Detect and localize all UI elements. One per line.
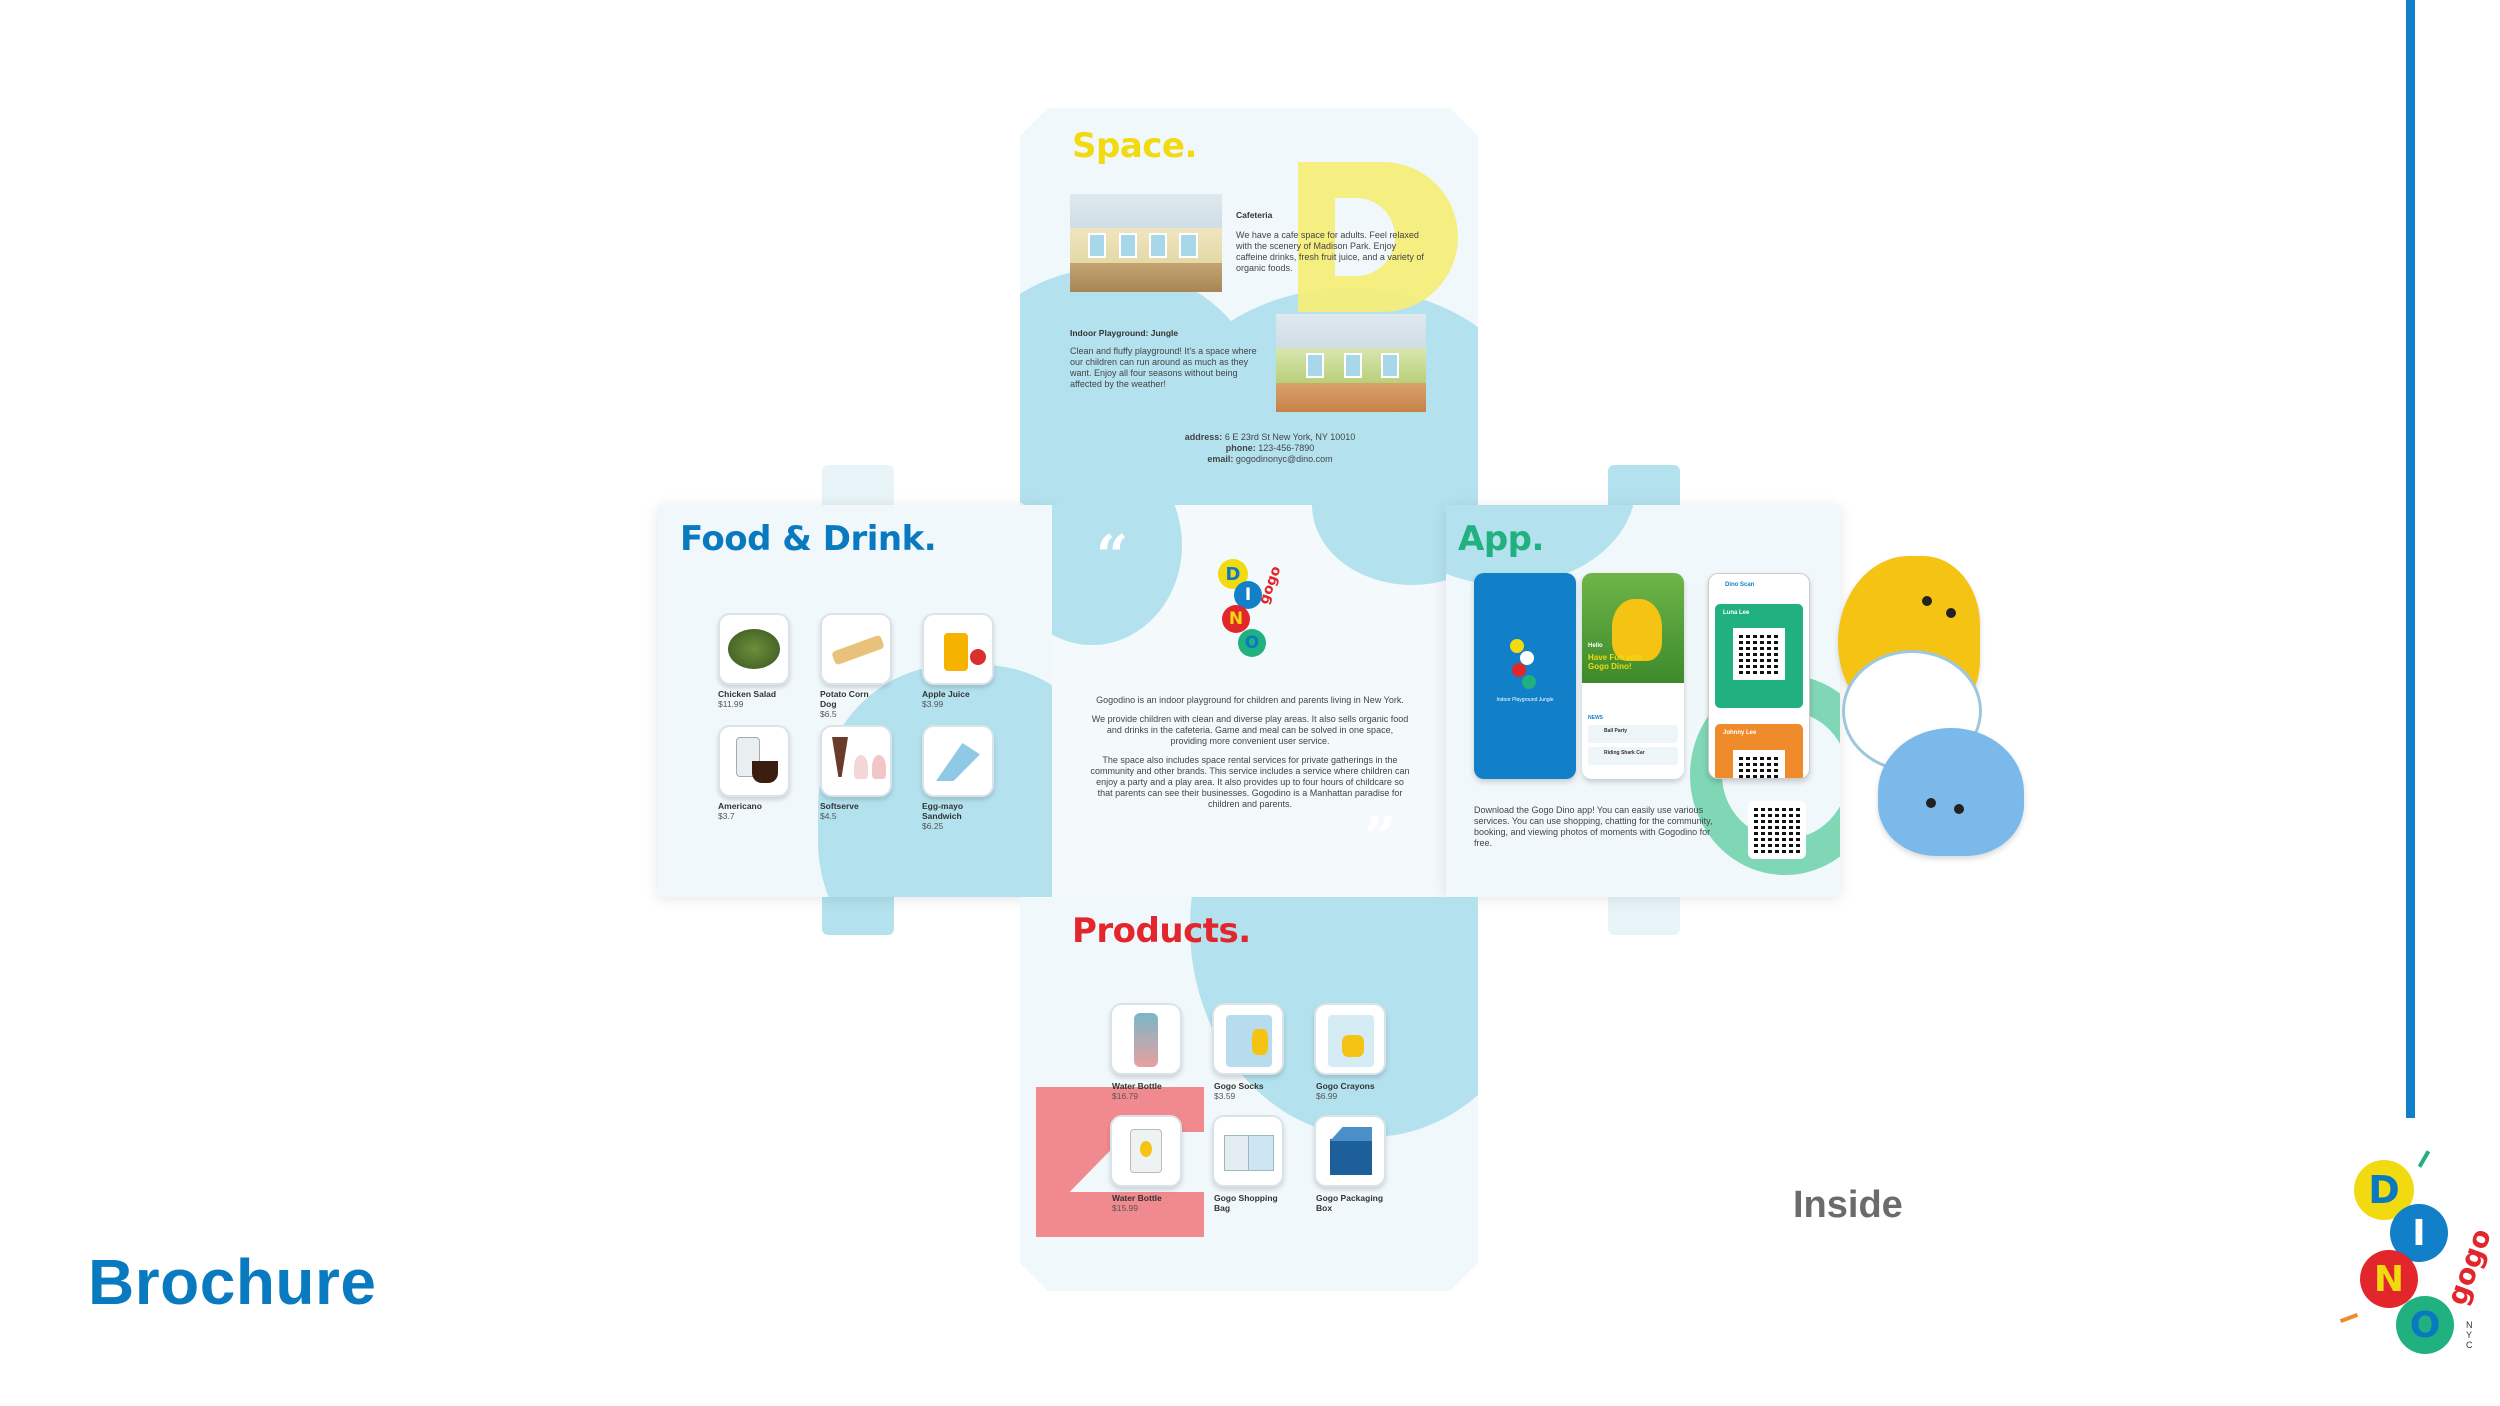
brand-logo-letter-o: O — [2396, 1296, 2454, 1354]
brand-logo-letter-d: D — [2354, 1160, 2414, 1220]
food-item-2-card — [922, 613, 994, 685]
playground-title: Indoor Playground: Jungle — [1070, 328, 1179, 338]
app-splash-screen: Indoor Playground Jungle — [1474, 573, 1576, 779]
home-headline: Have Fun with Gogo Dino! — [1588, 653, 1643, 671]
tab-food-top — [822, 465, 894, 505]
playground-photo — [1276, 314, 1426, 412]
product-item-0-card — [1110, 1003, 1182, 1075]
logo-word: gogo — [1256, 564, 1285, 607]
food-heading: Food & Drink. — [680, 519, 937, 559]
scan-card-2: Johnny Lee — [1715, 724, 1803, 778]
logo-letter-i: I — [1234, 581, 1262, 609]
food-item-2-label: Apple Juice$3.99 — [922, 689, 970, 709]
open-quote: “ — [1096, 523, 1129, 589]
tab-app-bottom — [1608, 890, 1680, 935]
dino-character-icon — [1612, 599, 1662, 661]
products-panel: Products. Water Bottle$16.79 Gogo Socks$… — [1020, 897, 1478, 1291]
center-paragraphs: Gogodino is an indoor playground for chi… — [1090, 695, 1410, 810]
space-panel: Space. Cafeteria We have a cafe space fo… — [1020, 108, 1478, 506]
center-logo: D I N O gogo — [1218, 559, 1298, 669]
home-news-item-0: Ball Party — [1588, 725, 1678, 743]
cafeteria-text: We have a cafe space for adults. Feel re… — [1236, 230, 1424, 273]
product-item-0-label: Water Bottle$16.79 — [1112, 1081, 1162, 1101]
cafeteria-photo — [1070, 194, 1222, 292]
playground-text: Clean and fluffy playground! It's a spac… — [1070, 346, 1257, 389]
scan-qr-1 — [1733, 628, 1785, 680]
product-item-1-card — [1212, 1003, 1284, 1075]
logo-spark-icon — [2417, 1150, 2431, 1168]
logo-spark-icon-2 — [2339, 1313, 2359, 1323]
splash-logo — [1510, 639, 1540, 693]
product-item-4-label: Gogo Shopping Bag — [1214, 1193, 1278, 1213]
app-heading: App. — [1458, 519, 1544, 559]
home-greeting: Hello — [1588, 643, 1603, 649]
section-label: Inside — [1793, 1184, 1903, 1226]
food-item-4-label: Softserve$4.5 — [820, 801, 859, 821]
logo-letter-n: N — [1222, 605, 1250, 633]
email-value: gogodinonyc@dino.com — [1235, 454, 1333, 464]
scan-card-1: Luna Lee — [1715, 604, 1803, 708]
food-item-4-card — [820, 725, 892, 797]
address-value: 6 E 23rd St New York, NY 10010 — [1224, 432, 1356, 442]
cafeteria-title: Cafeteria — [1236, 210, 1273, 220]
tab-app-top — [1608, 465, 1680, 505]
scan-user2: Johnny Lee — [1723, 730, 1757, 736]
intro-paragraph-1: Gogodino is an indoor playground for chi… — [1096, 695, 1404, 705]
app-scan-screen: Dino Scan Luna Lee Johnny Lee — [1708, 573, 1810, 779]
app-description: Download the Gogo Dino app! You can easi… — [1474, 805, 1713, 848]
food-item-1-label: Potato Corn Dog$6.5 — [820, 689, 869, 719]
app-home-screen: Hello Have Fun with Gogo Dino! NEWS Ball… — [1582, 573, 1684, 779]
download-qr — [1748, 801, 1806, 859]
center-panel: “ ” D I N O gogo Gogodino is an indoor p… — [1052, 505, 1446, 897]
brand-logo-word: gogo — [2440, 1224, 2498, 1310]
phone-value: 123-456-7890 — [1258, 443, 1315, 453]
vertical-rule — [2406, 0, 2415, 1118]
logo-letter-o: O — [1238, 629, 1266, 657]
products-heading: Products. — [1072, 911, 1251, 951]
contact-block: address: 6 E 23rd St New York, NY 10010 … — [1184, 432, 1356, 464]
home-news-label: NEWS — [1588, 715, 1603, 721]
product-item-5-label: Gogo Packaging Box — [1316, 1193, 1384, 1213]
scan-user1: Luna Lee — [1723, 610, 1750, 616]
scan-title: Dino Scan — [1725, 582, 1755, 588]
home-news-item-1: Riding Shark Car — [1588, 747, 1678, 765]
food-item-5-card — [922, 725, 994, 797]
brand-logo: D I N O gogo NYC — [2339, 1150, 2500, 1380]
splash-caption: Indoor Playground Jungle — [1496, 697, 1554, 703]
product-item-2-card — [1314, 1003, 1386, 1075]
food-item-1-card — [820, 613, 892, 685]
food-item-0-label: Chicken Salad$11.99 — [718, 689, 777, 709]
food-panel: Food & Drink. Chicken Salad$11.99 Potato… — [658, 505, 1052, 897]
food-item-3-card — [718, 725, 790, 797]
page-title: Brochure — [88, 1246, 377, 1318]
product-item-3-label: Water Bottle$15.99 — [1112, 1193, 1162, 1213]
center-blob-2 — [1312, 505, 1446, 585]
product-item-1-label: Gogo Socks$3.59 — [1214, 1081, 1264, 1101]
close-quote: ” — [1364, 805, 1397, 871]
intro-paragraph-3: The space also includes space rental ser… — [1090, 755, 1410, 809]
food-item-0-card — [718, 613, 790, 685]
big-d-hole — [1335, 198, 1395, 276]
blue-dino-mascot-icon — [1878, 728, 2024, 856]
brand-logo-letter-n: N — [2360, 1250, 2418, 1308]
product-item-5-card — [1314, 1115, 1386, 1187]
app-panel: App. Indoor Playground Jungle Hello Have… — [1446, 505, 1840, 897]
brand-logo-city: NYC — [2466, 1320, 2473, 1350]
scan-qr-2 — [1733, 750, 1785, 778]
tab-food-bottom — [822, 890, 894, 935]
product-item-3-card — [1110, 1115, 1182, 1187]
product-item-2-label: Gogo Crayons$6.99 — [1316, 1081, 1375, 1101]
food-item-3-label: Americano$3.7 — [718, 801, 762, 821]
intro-paragraph-2: We provide children with clean and diver… — [1091, 714, 1409, 746]
food-item-5-label: Egg-mayo Sandwich$6.25 — [922, 801, 964, 831]
space-heading: Space. — [1072, 126, 1197, 166]
product-item-4-card — [1212, 1115, 1284, 1187]
